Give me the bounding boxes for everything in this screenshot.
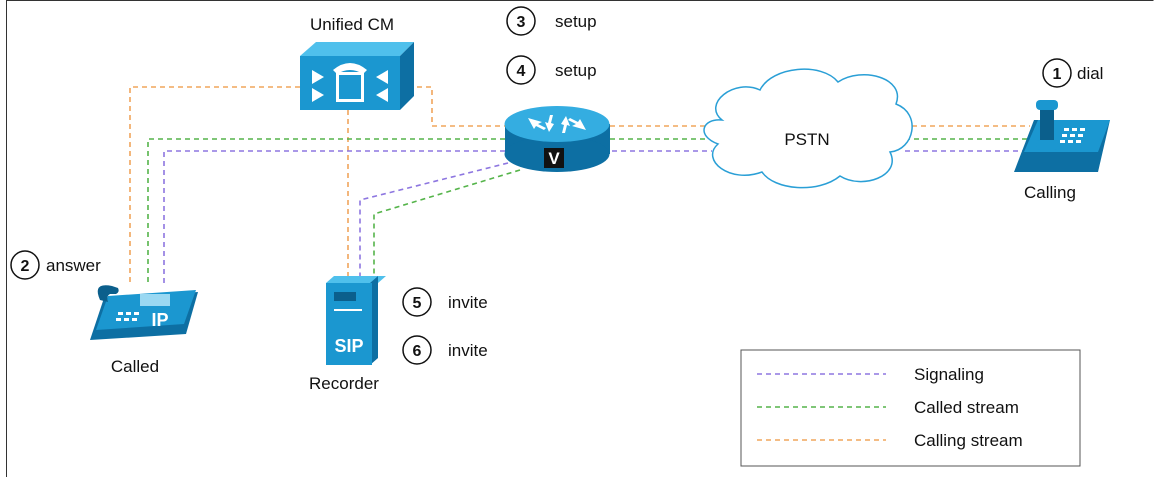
- step-marker-5: 5 invite: [402, 287, 488, 317]
- step-1-label: dial: [1077, 64, 1103, 83]
- legend-calling-stream-label: Calling stream: [914, 431, 1023, 450]
- voice-gateway-device: V: [504, 106, 610, 172]
- pstn-cloud: PSTN: [703, 68, 913, 189]
- step-marker-2: 2 answer: [10, 250, 101, 280]
- step-6-label: invite: [448, 341, 488, 360]
- recorder-label: Recorder: [309, 374, 379, 393]
- called-label: Called: [111, 357, 159, 376]
- legend-signaling-label: Signaling: [914, 365, 984, 384]
- calling-label: Calling: [1024, 183, 1076, 202]
- step-1-number: 1: [1053, 66, 1062, 83]
- legend: Signaling Called stream Calling stream: [740, 349, 1081, 467]
- sip-badge: SIP: [334, 336, 363, 356]
- pstn-label: PSTN: [784, 130, 829, 149]
- step-5-number: 5: [413, 295, 422, 312]
- called-ip-phone-device: IP Called: [90, 285, 198, 376]
- step-marker-6: 6 invite: [402, 335, 488, 365]
- recorder-device: SIP Recorder: [309, 276, 386, 393]
- called-stream-line-gateway-phone: [147, 138, 505, 283]
- calling-stream-line-ucm-gateway: [408, 86, 505, 127]
- gateway-badge: V: [548, 149, 560, 168]
- step-6-number: 6: [413, 343, 422, 360]
- diagram-border: [6, 0, 1154, 477]
- step-marker-4: 4 setup: [506, 55, 597, 85]
- calling-phone-device: Calling: [1014, 100, 1110, 202]
- signaling-line-gateway-recorder: [359, 162, 509, 284]
- step-2-number: 2: [21, 258, 30, 275]
- legend-called-stream-label: Called stream: [914, 398, 1019, 417]
- unified-cm-label: Unified CM: [310, 15, 394, 34]
- step-marker-3: 3 setup: [506, 6, 597, 36]
- step-4-label: setup: [555, 61, 597, 80]
- signaling-line-gateway-phone: [163, 150, 505, 285]
- step-2-label: answer: [46, 256, 101, 275]
- step-5-label: invite: [448, 293, 488, 312]
- step-marker-1: 1 dial: [1042, 58, 1103, 88]
- called-stream-line-gateway-recorder: [373, 169, 521, 284]
- calling-stream-line-ucm-phone: [129, 86, 300, 282]
- step-4-number: 4: [517, 63, 526, 80]
- unified-cm-device: Unified CM: [300, 15, 414, 110]
- connection-lines: [129, 86, 1030, 285]
- step-3-label: setup: [555, 12, 597, 31]
- ip-phone-badge: IP: [151, 310, 168, 330]
- step-3-number: 3: [517, 14, 526, 31]
